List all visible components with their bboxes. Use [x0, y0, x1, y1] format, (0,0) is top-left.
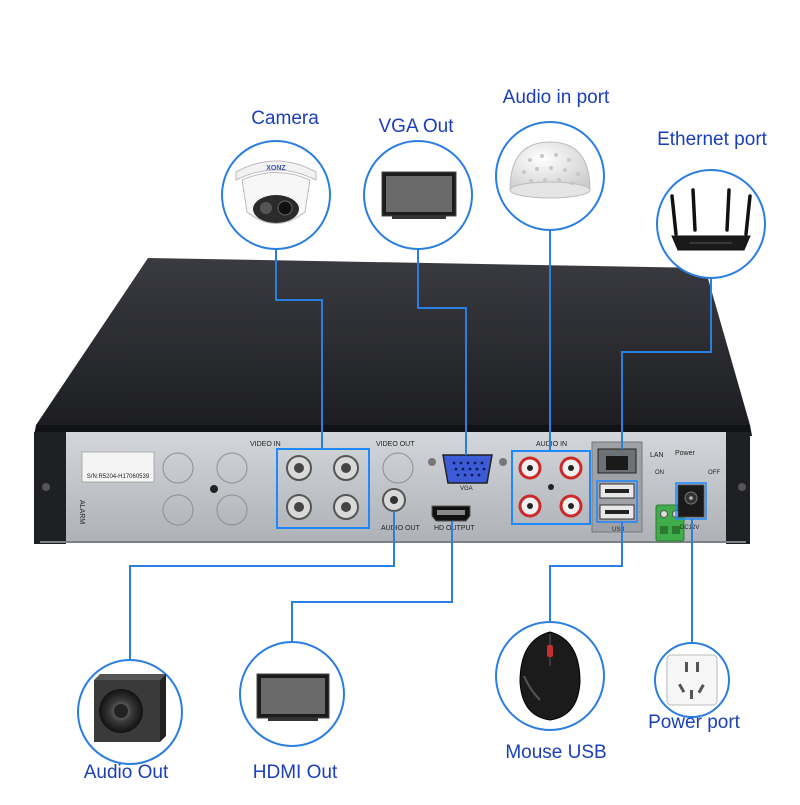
power-on-label: ON: [655, 470, 664, 476]
camera-callout: XONZ: [221, 140, 331, 250]
audio-out-connector-line: [129, 511, 395, 660]
blank-port-knockouts: [162, 452, 414, 526]
speaker-icon: [94, 674, 166, 742]
ethernet-connector-line: [621, 278, 712, 449]
audio-in-port-callout: [495, 121, 605, 231]
usb-label: USB: [612, 527, 624, 533]
power-switch-label: Power: [675, 450, 696, 457]
alarm-label: ALARM: [78, 500, 85, 524]
dc-power-jack: [677, 484, 705, 518]
audio-out-label: Audio Out: [83, 762, 169, 783]
green-terminal-block: [655, 504, 685, 542]
dvr-left-bracket: [34, 432, 66, 544]
lan-label: LAN: [650, 452, 664, 459]
power-port-label: Power port: [648, 712, 740, 733]
audio-out-port-label: AUDIO OUT: [381, 525, 421, 532]
connector-lines: [129, 230, 712, 660]
wall-socket-icon: [666, 654, 718, 706]
audio-out-callout: [77, 659, 183, 765]
mouse-usb-connector-line: [549, 522, 623, 622]
camera-connector-line: [275, 248, 323, 449]
hdmi-connector-line: [291, 521, 453, 642]
audio-out-rca-jack: [382, 488, 406, 512]
monitor-icon: [256, 673, 330, 721]
camera-label: Camera: [251, 108, 319, 129]
screw: [42, 483, 50, 491]
vga-port: [428, 454, 507, 484]
video-in-label: VIDEO IN: [250, 441, 281, 448]
vga-connector-line: [417, 250, 467, 455]
video-out-label: VIDEO OUT: [376, 441, 415, 448]
back-panel-ports: S/N:R5204-H17060539 ALARM VIDEO IN VIDEO…: [78, 441, 720, 542]
router-icon: [670, 188, 752, 251]
microphone-dome-icon: [509, 141, 591, 199]
dc12v-label: DC12V: [680, 525, 699, 531]
hdmi-out-callout: [239, 641, 345, 747]
audio-in-label: AUDIO IN: [536, 441, 567, 448]
lan-usb-block: [591, 441, 643, 533]
bnc-video-inputs: [286, 455, 359, 520]
dvr-right-bracket: [726, 432, 750, 544]
power-port-callout: [654, 642, 730, 718]
dvr-top-cover: [36, 258, 750, 425]
hdmi-out-label: HDMI Out: [252, 762, 338, 783]
vga-port-label: VGA: [460, 486, 473, 492]
vga-out-label: VGA Out: [378, 116, 454, 137]
serial-number: S/N:R5204-H17060539: [87, 474, 150, 480]
hd-output-label: HD OUTPUT: [434, 525, 476, 532]
hdmi-port: [431, 505, 471, 522]
mouse-usb-label: Mouse USB: [505, 742, 607, 763]
mouse-icon: [519, 631, 581, 721]
usb-highlight-box: [596, 480, 638, 523]
mouse-usb-callout: [495, 621, 605, 731]
dome-camera-icon: XONZ: [235, 160, 317, 224]
screw: [738, 483, 746, 491]
audio-in-rca-jacks: [518, 456, 583, 518]
ethernet-port-callout: [656, 169, 766, 279]
serial-sticker: [81, 451, 155, 483]
vga-out-callout: [363, 140, 473, 250]
monitor-icon: [381, 171, 457, 219]
svg-text:XONZ: XONZ: [266, 165, 286, 172]
power-off-label: OFF: [708, 470, 720, 476]
ethernet-port-label: Ethernet port: [657, 129, 767, 150]
audio-in-port-label: Audio in port: [502, 87, 610, 108]
